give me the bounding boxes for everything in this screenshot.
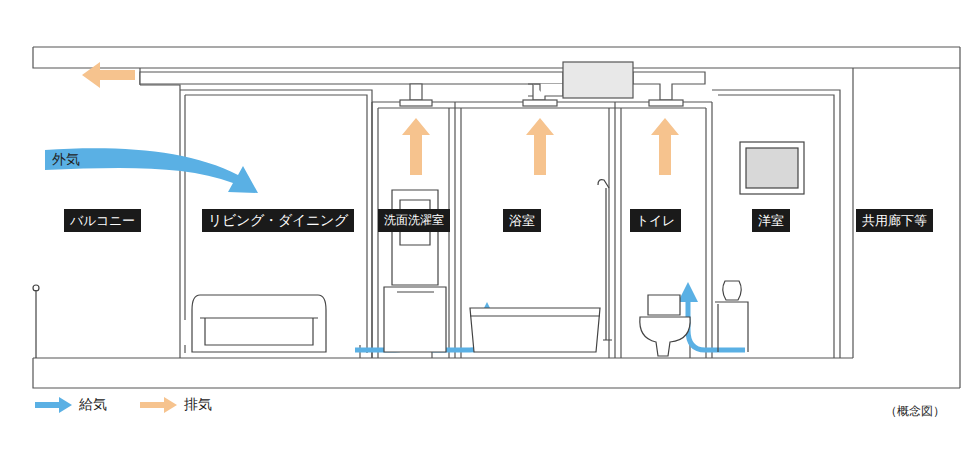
- outside-air-arrow: [45, 148, 258, 193]
- legend-item: 排気: [140, 396, 212, 414]
- room-label: リビング・ダイニング: [202, 209, 354, 232]
- room-label: 共用廊下等: [856, 209, 933, 232]
- air-label: 外気: [52, 151, 80, 169]
- legend-text: 給気: [79, 396, 107, 414]
- room-name: 浴室: [509, 212, 535, 229]
- room-label: トイレ: [630, 209, 681, 232]
- legend-item: 給気: [35, 396, 107, 414]
- room-label: 洗面洗濯室: [378, 209, 450, 232]
- room-name: 洗面洗濯室: [384, 212, 444, 229]
- furniture: [33, 142, 804, 358]
- room-name: バルコニー: [70, 212, 135, 229]
- room-label: 浴室: [503, 209, 541, 232]
- room-name: トイレ: [636, 212, 675, 229]
- exhaust-duct: [140, 62, 705, 106]
- room-label: 洋室: [752, 209, 790, 232]
- caption: （概念図）: [885, 403, 945, 420]
- room-name: 共用廊下等: [862, 212, 927, 229]
- room-name: 洋室: [758, 212, 784, 229]
- room-label: バルコニー: [64, 209, 141, 232]
- legend-swatch: [140, 396, 178, 414]
- room-name: リビング・ダイニング: [208, 212, 348, 229]
- building-section: [33, 47, 960, 388]
- legend-text: 排気: [184, 396, 212, 414]
- legend-swatch: [35, 396, 73, 414]
